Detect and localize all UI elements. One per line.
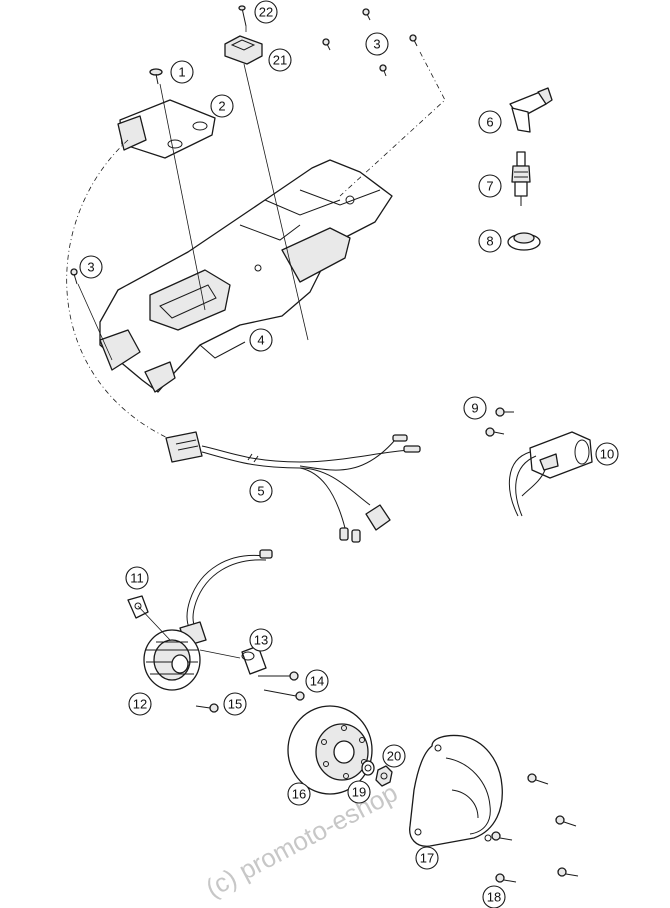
grommet-13	[241, 645, 267, 675]
callout-19[interactable]: 19	[347, 780, 371, 804]
svg-text:11: 11	[130, 571, 144, 586]
callout-9[interactable]: 9	[463, 396, 487, 420]
flywheel-16	[287, 705, 373, 795]
washer-19	[361, 760, 375, 776]
callout-3-top[interactable]: 3	[365, 32, 389, 56]
wiring-harness-5	[165, 431, 421, 543]
cdi-unit-2	[117, 99, 216, 159]
rear-frame-4	[99, 159, 393, 393]
screw-1	[149, 68, 163, 85]
svg-text:3: 3	[87, 260, 94, 275]
rubber-pad-21	[224, 35, 263, 65]
pickup-clip	[127, 595, 149, 619]
svg-text:1: 1	[178, 65, 185, 80]
callout-15[interactable]: 15	[223, 692, 247, 716]
svg-text:2: 2	[218, 99, 225, 114]
callout-14[interactable]: 14	[305, 669, 329, 693]
screws-9	[485, 407, 514, 437]
svg-text:9: 9	[471, 401, 478, 416]
small-screws-top	[322, 8, 418, 77]
callout-1[interactable]: 1	[170, 60, 194, 84]
callout-13[interactable]: 13	[249, 628, 273, 652]
stator-12	[143, 629, 201, 691]
callout-22[interactable]: 22	[254, 0, 278, 24]
screw-15	[195, 703, 219, 713]
callout-2[interactable]: 2	[210, 94, 234, 118]
svg-text:18: 18	[487, 890, 501, 905]
callout-12[interactable]: 12	[128, 692, 152, 716]
callout-7[interactable]: 7	[478, 174, 502, 198]
callout-11[interactable]: 11	[125, 566, 149, 590]
svg-text:21: 21	[273, 53, 287, 68]
ignition-cover-17	[409, 734, 503, 847]
svg-text:14: 14	[310, 674, 324, 689]
svg-text:6: 6	[486, 115, 493, 130]
svg-text:17: 17	[420, 851, 434, 866]
ignition-coil-10	[508, 431, 593, 517]
svg-text:7: 7	[486, 179, 493, 194]
svg-text:15: 15	[228, 697, 242, 712]
screw-3-left	[70, 268, 78, 285]
callout-5[interactable]: 5	[249, 479, 273, 503]
callout-20[interactable]: 20	[382, 744, 406, 768]
callout-21[interactable]: 21	[268, 48, 292, 72]
spark-plug-7	[511, 151, 531, 206]
callout-10[interactable]: 10	[595, 442, 619, 466]
callout-6[interactable]: 6	[478, 110, 502, 134]
screws-14	[258, 671, 305, 701]
svg-text:10: 10	[600, 447, 614, 462]
svg-text:22: 22	[259, 5, 273, 20]
screws-18	[491, 773, 579, 883]
svg-text:5: 5	[257, 484, 264, 499]
callout-16[interactable]: 16	[287, 782, 311, 806]
svg-text:19: 19	[352, 785, 366, 800]
svg-text:4: 4	[257, 333, 264, 348]
svg-text:3: 3	[373, 37, 380, 52]
spark-plug-cap-6	[509, 87, 553, 133]
callout-8[interactable]: 8	[478, 229, 502, 253]
svg-text:16: 16	[292, 787, 306, 802]
callout-3-left[interactable]: 3	[79, 255, 103, 279]
callout-18[interactable]: 18	[482, 885, 506, 908]
screw-22	[238, 5, 247, 27]
callout-17[interactable]: 17	[415, 846, 439, 870]
svg-text:12: 12	[133, 697, 147, 712]
seal-8	[507, 232, 541, 251]
nut-20	[375, 765, 393, 787]
svg-text:20: 20	[387, 749, 401, 764]
svg-text:8: 8	[486, 234, 493, 249]
svg-text:13: 13	[254, 633, 268, 648]
callout-4[interactable]: 4	[249, 328, 273, 352]
